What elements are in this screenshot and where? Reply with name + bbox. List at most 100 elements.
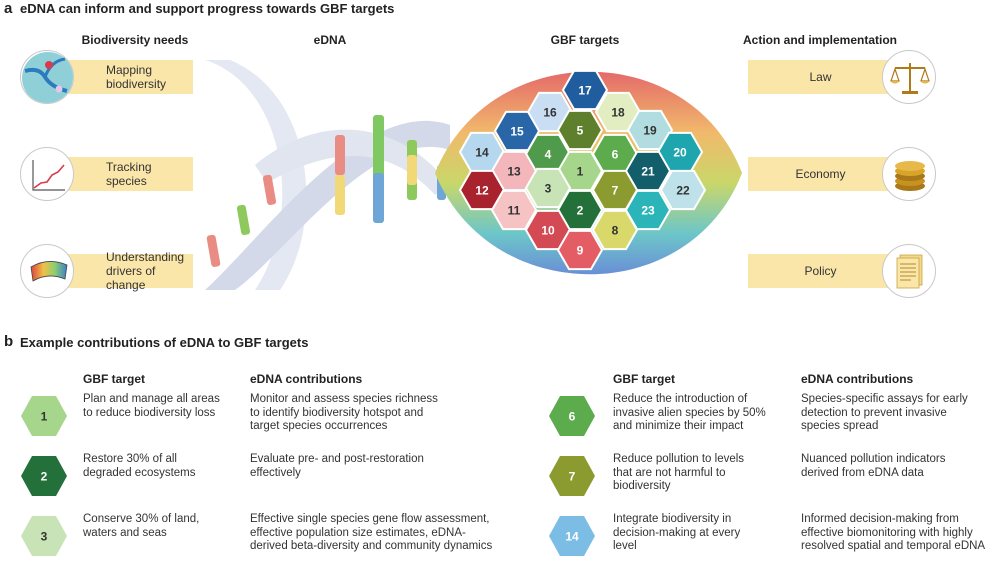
need-line1: Tracking — [106, 160, 152, 174]
right-head-edna: eDNA contributions — [801, 372, 914, 386]
text-line: invasive alien species by 50% — [613, 406, 766, 419]
text-line: Reduce the introduction of — [613, 393, 748, 405]
gbf-target-badge-2: 2 — [20, 455, 68, 502]
edna-contribution-text: Effective single species gene flow asses… — [250, 513, 520, 554]
base-pair — [407, 155, 417, 185]
text-line: decision-making at every — [613, 526, 741, 539]
text-line: Plan and manage all areas — [83, 393, 220, 405]
gbf-target-number: 1 — [41, 410, 48, 424]
text-line: resolved spatial and temporal eDNA — [801, 540, 986, 552]
action-label: Economy — [795, 167, 846, 181]
need-line2: biodiversity — [106, 77, 167, 91]
need-line1: Understanding — [106, 250, 185, 264]
action-label: Law — [809, 70, 832, 84]
gbf-target-number: 7 — [569, 470, 576, 484]
gbf-target-hex-11 — [490, 189, 538, 231]
action-label: Policy — [804, 264, 837, 278]
gbf-target-number: 20 — [673, 146, 687, 160]
panel-a-letter: a — [4, 0, 13, 17]
text-line: Monitor and assess species richness — [250, 393, 438, 405]
col-head-action: Action and implementation — [742, 33, 897, 47]
col-head-needs: Biodiversity needs — [81, 33, 189, 47]
gbf-target-number: 3 — [545, 182, 552, 196]
gbf-target-badge-3: 3 — [20, 515, 68, 562]
panel-b-letter: b — [4, 333, 14, 350]
text-line: detection to prevent invasive — [801, 406, 947, 419]
col-head-edna: eDNA — [313, 33, 347, 47]
gbf-target-number: 1 — [577, 165, 584, 179]
gbf-target-number: 12 — [475, 184, 489, 198]
text-line: to reduce biodiversity loss — [83, 406, 216, 419]
gbf-target-number: 14 — [565, 530, 579, 544]
coins-icon — [882, 147, 936, 201]
text-line: effective population size estimates, eDN… — [250, 526, 466, 539]
gbf-target-number: 14 — [475, 146, 489, 160]
gbf-target-number: 17 — [578, 84, 592, 98]
left-head-edna: eDNA contributions — [250, 372, 363, 386]
gbf-target-number: 4 — [545, 148, 552, 162]
action-law-box: Law — [748, 60, 893, 94]
text-line: derived from eDNA data — [801, 466, 924, 479]
need-line2: drivers of change — [106, 264, 156, 292]
gbf-target-number: 13 — [507, 165, 521, 179]
gbf-target-number: 7 — [612, 184, 619, 198]
gbf-target-number: 18 — [611, 106, 625, 120]
gbf-target-number: 6 — [569, 410, 576, 424]
text-line: Reduce pollution to levels — [613, 453, 745, 465]
line-chart-icon — [20, 147, 74, 201]
gbf-target-number: 15 — [510, 125, 524, 139]
gbf-target-badge-14: 14 — [548, 515, 596, 562]
text-line: Species-specific assays for early — [801, 393, 968, 405]
text-line: Informed decision-making from — [801, 513, 959, 525]
action-policy-box: Policy — [748, 254, 893, 288]
gbf-target-number: 11 — [508, 204, 521, 218]
gbf-target-badge-1: 1 — [20, 395, 68, 442]
dna-helix-illustration — [205, 60, 450, 290]
gbf-target-hex-17 — [561, 69, 609, 111]
base-pair — [335, 135, 345, 175]
right-head-gbf: GBF target — [613, 372, 676, 386]
text-line: effective biomonitoring with highly — [801, 526, 973, 539]
base-pair — [373, 173, 384, 223]
need-line2: species — [106, 174, 147, 188]
gbf-target-hex-8 — [591, 209, 639, 251]
gbf-target-number: 10 — [541, 224, 555, 238]
gbf-target-badge-7: 7 — [548, 455, 596, 502]
col-head-gbf: GBF targets — [550, 33, 620, 47]
base-pair — [236, 204, 251, 235]
text-line: Evaluate pre- and post-restoration — [250, 453, 424, 465]
base-pair — [335, 175, 345, 215]
gbf-target-hex-9 — [556, 229, 604, 271]
need-line1: Mapping — [106, 63, 153, 77]
text-line: Integrate biodiversity in — [613, 513, 732, 525]
text-line: effectively — [250, 466, 301, 479]
gbf-target-number: 23 — [641, 204, 655, 218]
text-line: and minimize their impact — [613, 420, 744, 432]
text-line: Restore 30% of all — [83, 453, 177, 465]
map-icon — [20, 50, 74, 104]
text-line: Nuanced pollution indicators — [801, 453, 946, 465]
gbf-target-number: 5 — [577, 124, 584, 138]
text-line: that are not harmful to — [613, 466, 726, 479]
text-line: to identify biodiversity hotspot and — [250, 406, 424, 419]
text-line: target species occurrences — [250, 420, 388, 432]
gbf-target-number: 3 — [41, 530, 48, 544]
base-pair — [262, 174, 277, 205]
gbf-target-number: 21 — [641, 165, 655, 179]
gbf-target-description: Conserve 30% of land,waters and seas — [83, 513, 243, 540]
gbf-target-number: 9 — [577, 244, 584, 258]
panel-a-title: eDNA can inform and support progress tow… — [20, 1, 395, 16]
base-pair — [206, 234, 221, 267]
left-head-gbf: GBF target — [83, 372, 146, 386]
gbf-target-number: 8 — [612, 224, 619, 238]
gbf-target-number: 19 — [643, 124, 657, 138]
